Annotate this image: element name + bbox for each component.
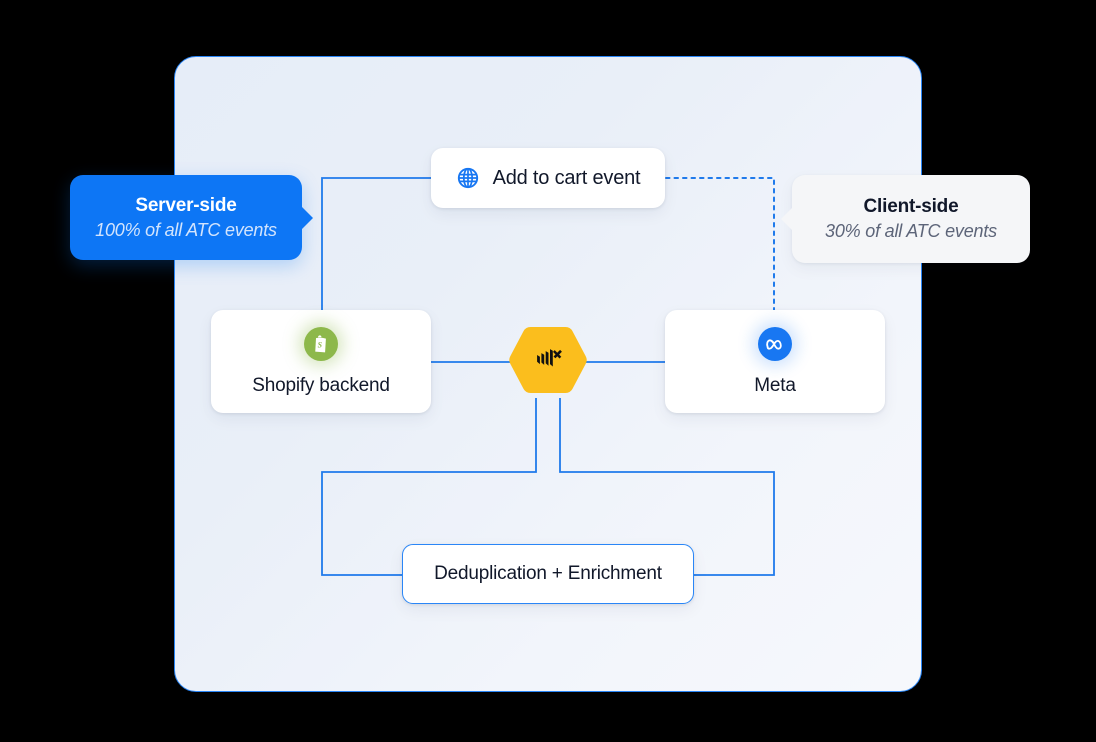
shopify-backend-label: Shopify backend — [252, 374, 390, 396]
server-side-subtitle: 100% of all ATC events — [95, 219, 277, 240]
deduplication-enrichment-label: Deduplication + Enrichment — [434, 563, 662, 584]
meta-label: Meta — [754, 374, 796, 396]
shopify-icon: S — [304, 326, 338, 361]
client-side-title: Client-side — [863, 196, 959, 217]
node-add-to-cart-event[interactable]: Add to cart event — [431, 148, 665, 208]
elevar-hexagon-icon — [509, 327, 587, 393]
meta-icon — [758, 326, 792, 361]
badge-server-side: Server-side 100% of all ATC events — [70, 175, 302, 260]
svg-text:S: S — [318, 340, 323, 349]
add-to-cart-event-label: Add to cart event — [492, 166, 641, 189]
node-shopify-backend[interactable]: S Shopify backend — [211, 310, 431, 413]
node-hub-hexagon[interactable] — [509, 325, 587, 399]
node-meta[interactable]: Meta — [665, 310, 885, 413]
server-side-title: Server-side — [135, 194, 237, 216]
globe-icon — [457, 167, 478, 189]
node-deduplication-enrichment[interactable]: Deduplication + Enrichment — [402, 544, 694, 604]
client-side-subtitle: 30% of all ATC events — [825, 221, 997, 241]
badge-client-side: Client-side 30% of all ATC events — [792, 175, 1030, 263]
